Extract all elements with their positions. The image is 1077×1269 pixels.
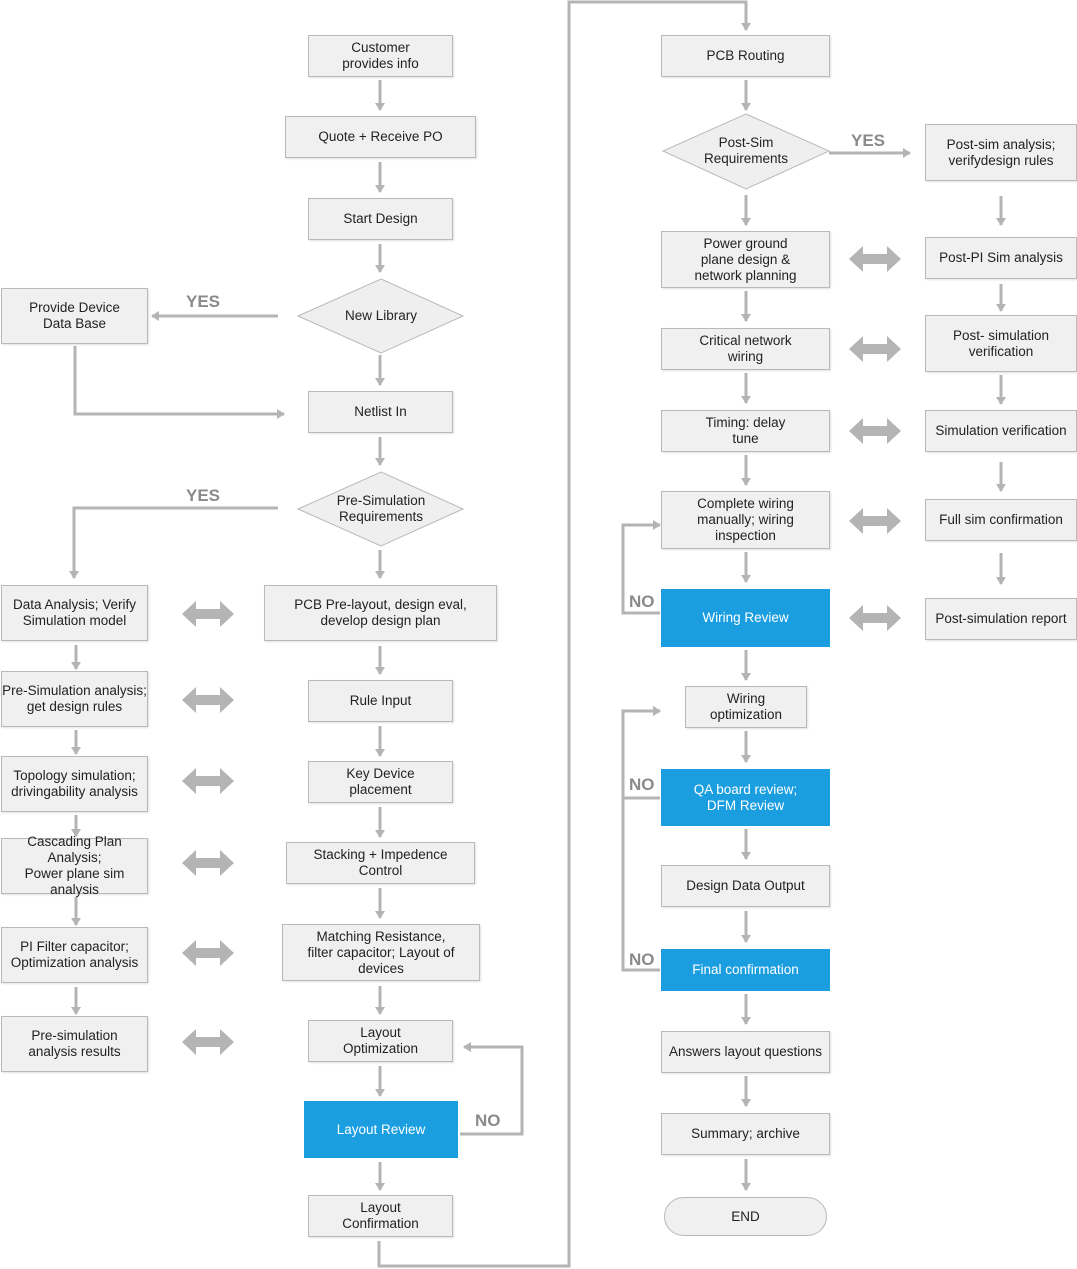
- timing-box: Timing: delay tune: [661, 410, 830, 452]
- postsim-diamond: [661, 113, 831, 190]
- layout-confirmation-box: Layout Confirmation: [308, 1195, 453, 1237]
- matching-resistance-box: Matching Resistance, filter capacitor; L…: [282, 924, 480, 981]
- post-sim-report-box: Post-simulation report: [925, 598, 1077, 640]
- end-terminal: END: [664, 1197, 827, 1236]
- critical-network-box: Critical network wiring: [661, 328, 830, 370]
- new-library-decision: New Library: [344, 308, 418, 323]
- simulation-verification-box: Simulation verification: [925, 410, 1077, 452]
- answers-layout-box: Answers layout questions: [661, 1031, 830, 1073]
- no-label-final: NO: [629, 950, 655, 969]
- pcb-prelayout-box: PCB Pre-layout, design eval, develop des…: [264, 585, 497, 641]
- post-pi-box: Post-PI Sim analysis: [925, 237, 1077, 279]
- data-analysis-box: Data Analysis; Verify Simulation model: [1, 585, 148, 641]
- presim-diamond: [296, 471, 465, 547]
- cascading-plan-box: Cascading Plan Analysis; Power plane sim…: [1, 834, 148, 897]
- wiring-optimization-box: Wiring optimization: [685, 686, 807, 728]
- summary-archive-box: Summary; archive: [661, 1113, 830, 1155]
- new-library-diamond: [296, 278, 465, 354]
- qa-review-box: QA board review; DFM Review: [661, 769, 830, 826]
- wiring-review-box: Wiring Review: [661, 589, 830, 647]
- provide-device-db-box: Provide Device Data Base: [1, 288, 148, 344]
- presim-requirements-decision: Pre-Simulation Requirements: [336, 493, 426, 524]
- complete-wiring-box: Complete wiring manually; wiring inspect…: [661, 491, 830, 549]
- rule-input-box: Rule Input: [308, 680, 453, 722]
- yes-label-postsim: YES: [851, 131, 886, 150]
- final-confirmation-box: Final confirmation: [661, 949, 830, 991]
- topology-sim-box: Topology simulation; drivingability anal…: [1, 756, 148, 812]
- start-design-box: Start Design: [308, 198, 453, 240]
- full-sim-box: Full sim confirmation: [925, 499, 1077, 541]
- yes-label-library: YES: [186, 292, 221, 311]
- no-label-qa: NO: [629, 775, 655, 794]
- quote-po-box: Quote + Receive PO: [285, 116, 476, 158]
- yes-label-presim: YES: [186, 486, 221, 505]
- netlist-in-box: Netlist In: [308, 391, 453, 433]
- post-sim-verification-box: Post- simulation verification: [925, 315, 1077, 372]
- presim-analysis-box: Pre-Simulation analysis; get design rule…: [1, 671, 148, 727]
- design-data-output-box: Design Data Output: [661, 865, 830, 907]
- pcb-routing-box: PCB Routing: [661, 35, 830, 77]
- stacking-box: Stacking + Impedence Control: [286, 842, 475, 884]
- postsim-requirements-decision: Post-Sim Requirements: [703, 135, 789, 166]
- key-device-box: Key Device placement: [308, 761, 453, 803]
- no-label-layout: NO: [475, 1111, 501, 1130]
- no-label-wiring: NO: [629, 592, 655, 611]
- postsim-analysis-box: Post-sim analysis; verifydesign rules: [925, 124, 1077, 181]
- presim-results-box: Pre-simulation analysis results: [1, 1016, 148, 1072]
- power-ground-box: Power ground plane design & network plan…: [661, 231, 830, 288]
- customer-info-box: Customer provides info: [308, 35, 453, 77]
- layout-review-box: Layout Review: [304, 1101, 458, 1158]
- layout-optimization-box: Layout Optimization: [308, 1020, 453, 1062]
- pi-filter-box: PI Filter capacitor; Optimization analys…: [1, 927, 148, 983]
